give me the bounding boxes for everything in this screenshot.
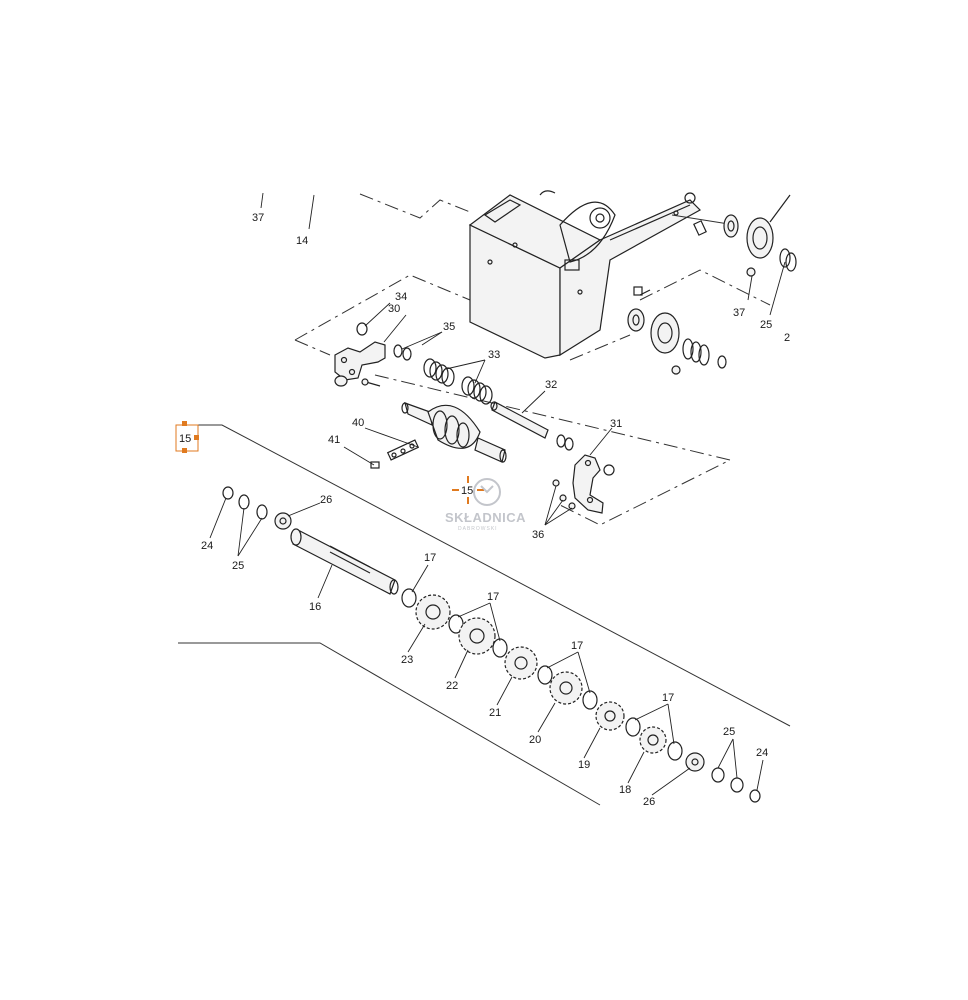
part-labels: 37 14 37 25 2 34 30 35 33 32 40 41 15 15… <box>179 212 790 808</box>
label-19: 19 <box>578 759 590 771</box>
reference-box-left <box>175 421 199 453</box>
watermark-logo: SKŁADNICA DABROWSKI <box>445 478 526 532</box>
label-37-top: 37 <box>252 212 264 224</box>
label-2-edge: 2 <box>784 332 790 344</box>
bracket-left <box>334 322 412 387</box>
right-washers <box>685 752 761 803</box>
label-24-right: 24 <box>756 747 768 759</box>
watermark-sub: DABROWSKI <box>458 526 498 532</box>
label-17-a: 17 <box>424 552 436 564</box>
label-36: 36 <box>532 529 544 541</box>
label-15-box: 15 <box>179 433 191 445</box>
label-40: 40 <box>352 417 364 429</box>
bracket-right <box>552 454 615 514</box>
lower-shaft-16 <box>290 528 399 595</box>
label-26-left: 26 <box>320 494 332 506</box>
label-18: 18 <box>619 784 631 796</box>
sprocket-row <box>401 588 683 761</box>
label-37-right: 37 <box>733 307 745 319</box>
watermark-name: SKŁADNICA <box>445 510 526 525</box>
label-34: 34 <box>395 291 407 303</box>
label-15-center: 15 <box>461 485 473 497</box>
worm-gears <box>423 358 493 405</box>
label-20: 20 <box>529 734 541 746</box>
label-25-lower: 25 <box>723 726 735 738</box>
cone-gear-assembly <box>401 402 507 463</box>
left-washers <box>222 486 292 530</box>
label-30: 30 <box>388 303 400 315</box>
label-21: 21 <box>489 707 501 719</box>
label-31: 31 <box>610 418 622 430</box>
label-24-left: 24 <box>201 540 213 552</box>
reference-marker-center <box>452 476 484 504</box>
bearing-cluster-right <box>627 194 797 375</box>
label-35: 35 <box>443 321 455 333</box>
shaft-32 <box>490 401 574 451</box>
label-14: 14 <box>296 235 308 247</box>
leader-lines <box>209 192 786 796</box>
label-17-b: 17 <box>487 591 499 603</box>
label-16: 16 <box>309 601 321 613</box>
label-25-right: 25 <box>760 319 772 331</box>
chain-parts <box>370 439 420 469</box>
label-17-d: 17 <box>662 692 674 704</box>
label-41: 41 <box>328 434 340 446</box>
label-23: 23 <box>401 654 413 666</box>
housing-frame <box>468 190 701 359</box>
label-26-right: 26 <box>643 796 655 808</box>
label-25-left: 25 <box>232 560 244 572</box>
label-17-c: 17 <box>571 640 583 652</box>
label-22: 22 <box>446 680 458 692</box>
shaft-section-outline <box>178 424 791 806</box>
label-33: 33 <box>488 349 500 361</box>
label-32: 32 <box>545 379 557 391</box>
